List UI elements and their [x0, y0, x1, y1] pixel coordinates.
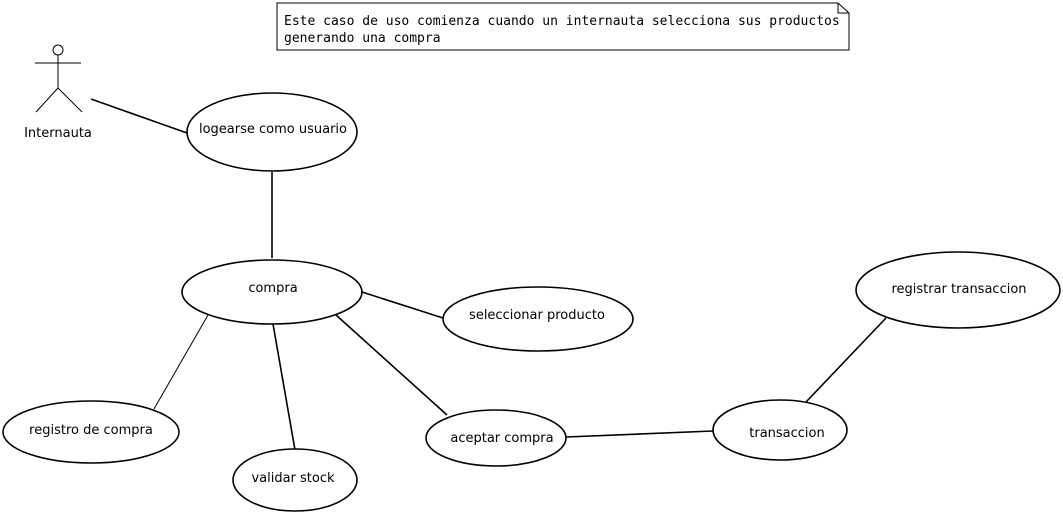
- assoc-aceptar-transaccion: [565, 430, 714, 438]
- associations: [90, 98, 887, 451]
- use-case-compra[interactable]: compra: [181, 259, 363, 325]
- note-line-1: Este caso de uso comienza cuando un inte…: [284, 14, 840, 29]
- use-case-transaccion-ellipse: [712, 399, 848, 461]
- use-case-seleccionar-label: seleccionar producto: [469, 308, 605, 323]
- use-case-login-ellipse: [186, 92, 358, 172]
- assoc-transaccion-registrar: [805, 317, 887, 403]
- use-case-validar-stock[interactable]: validar stock: [232, 448, 358, 512]
- use-case-registrar-ellipse: [855, 251, 1061, 329]
- use-case-aceptar-label: aceptar compra: [450, 431, 553, 446]
- actor-label: Internauta: [24, 126, 92, 141]
- actor-internauta[interactable]: Internauta: [24, 44, 92, 141]
- actor-left-leg: [35, 87, 59, 113]
- use-case-registrar-transaccion[interactable]: registrar transaccion: [855, 251, 1061, 329]
- actor-right-leg: [57, 87, 83, 113]
- use-case-compra-label: compra: [248, 281, 297, 296]
- use-case-registro-de-compra[interactable]: registro de compra: [2, 400, 180, 464]
- use-case-aceptar-ellipse: [425, 409, 567, 467]
- assoc-compra-aceptar: [335, 314, 448, 416]
- assoc-compra-seleccionar: [361, 291, 444, 319]
- use-case-registro-label: registro de compra: [29, 423, 153, 438]
- use-case-registro-ellipse: [2, 400, 180, 464]
- actor-head: [52, 44, 64, 56]
- use-case-login-label: logearse como usuario: [199, 122, 347, 137]
- use-case-transaccion-label: transaccion: [749, 426, 825, 441]
- use-case-aceptar-compra[interactable]: aceptar compra: [425, 409, 567, 467]
- use-case-seleccionar-producto[interactable]: seleccionar producto: [442, 286, 634, 352]
- assoc-compra-validar: [272, 323, 296, 451]
- assoc-actor-login: [90, 98, 188, 134]
- note-line-2: generando una compra: [284, 31, 441, 46]
- use-case-validar-label: validar stock: [251, 471, 335, 486]
- use-case-login[interactable]: logearse como usuario: [186, 92, 358, 172]
- use-case-seleccionar-ellipse: [442, 286, 634, 352]
- note-border: [276, 2, 850, 51]
- use-case-compra-ellipse: [181, 259, 363, 325]
- assoc-compra-registro: [153, 314, 209, 410]
- use-case-transaccion[interactable]: transaccion: [712, 399, 848, 461]
- use-case-validar-ellipse: [232, 448, 358, 512]
- note-fold: [837, 3, 849, 14]
- note: Este caso de uso comienza cuando un inte…: [276, 2, 850, 51]
- use-case-registrar-label: registrar transaccion: [891, 282, 1026, 297]
